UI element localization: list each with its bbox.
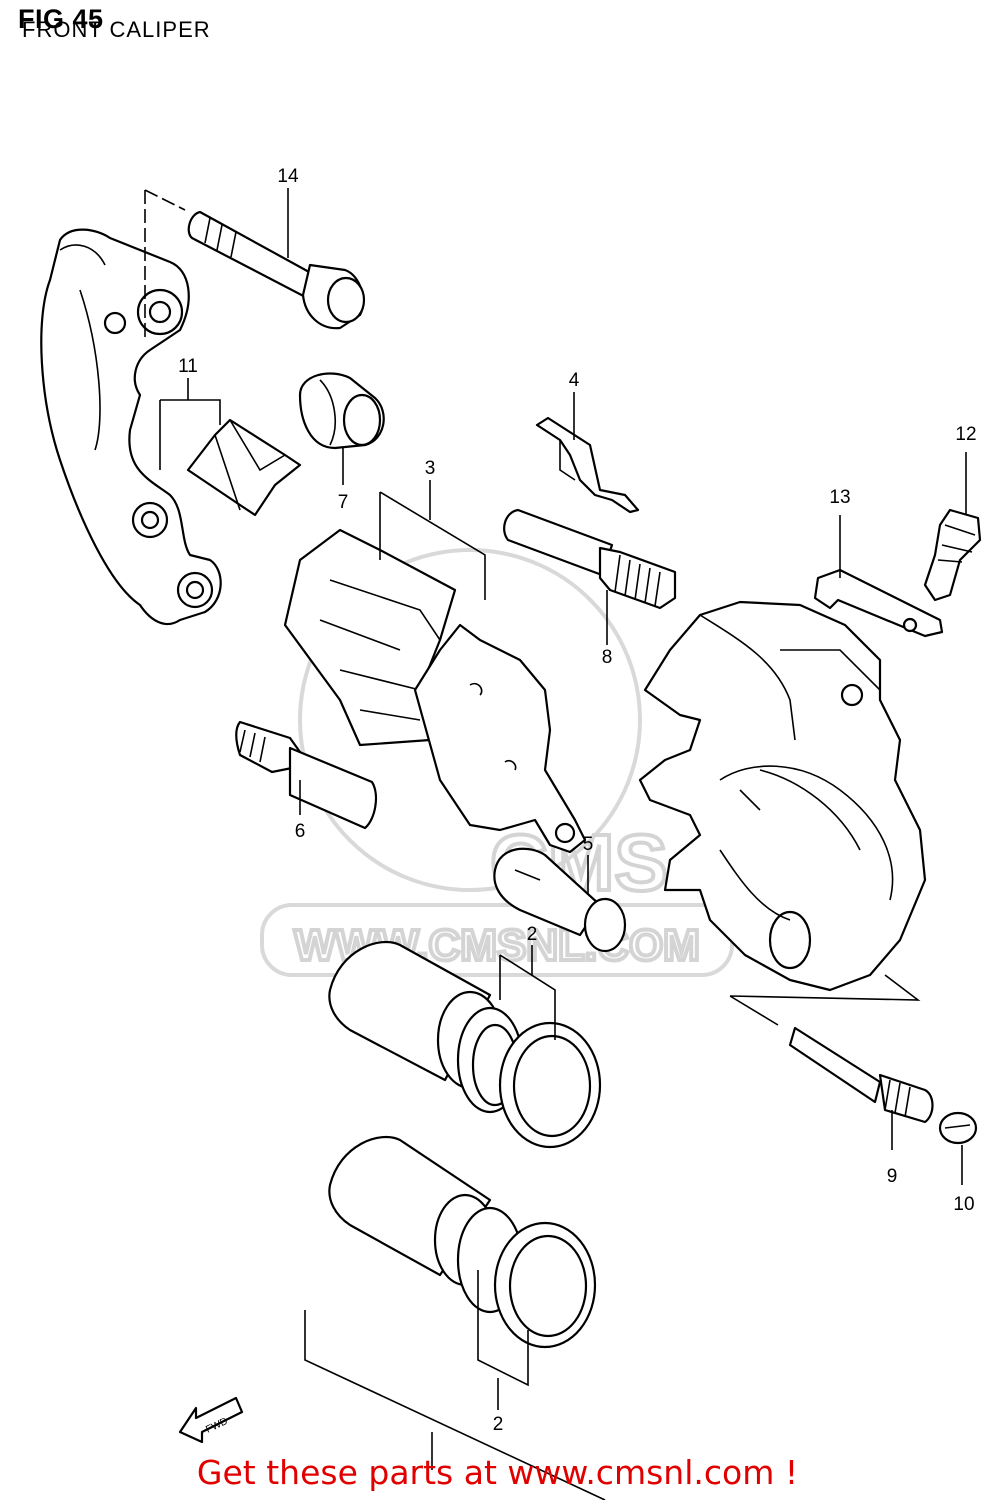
slide-pin-6 [235, 720, 378, 830]
fwd-arrow-icon: FWD [178, 1396, 244, 1444]
plug-10 [938, 1111, 978, 1145]
callout-2-lower: 2 [493, 1414, 504, 1435]
bleeder-valve-12 [923, 508, 982, 602]
boot-7 [298, 372, 385, 450]
callout-13: 13 [829, 487, 850, 508]
callout-4: 4 [569, 370, 580, 391]
figure-number: FIG 45 [18, 4, 104, 34]
callout-14: 14 [277, 166, 299, 187]
pad-clip-4 [535, 416, 640, 514]
pad-spring-11 [186, 418, 302, 517]
callout-11: 11 [178, 356, 198, 377]
slide-pin-8 [503, 508, 677, 610]
piston-lower [328, 1135, 597, 1349]
promo-link[interactable]: Get these parts at www.cmsnl.com ! [196, 1453, 799, 1492]
brake-pads-3 [283, 528, 587, 854]
bolt-14 [187, 210, 366, 330]
caliper-body [638, 600, 927, 992]
callout-8: 8 [602, 647, 613, 668]
callout-7: 7 [338, 492, 349, 513]
figure-subtitle: FRONT CALIPER [22, 17, 211, 42]
callout-5: 5 [583, 834, 594, 855]
callout-3: 3 [425, 458, 436, 479]
callout-9: 9 [887, 1166, 898, 1187]
piston-upper [328, 940, 602, 1149]
callout-6: 6 [295, 821, 306, 842]
caliper-bracket [40, 228, 222, 626]
callout-12: 12 [955, 424, 976, 445]
bleeder-cap-13 [813, 568, 944, 638]
callout-2-upper: 2 [527, 924, 538, 945]
callout-10: 10 [953, 1194, 974, 1215]
pin-5 [493, 847, 627, 953]
pin-9 [788, 1026, 934, 1124]
